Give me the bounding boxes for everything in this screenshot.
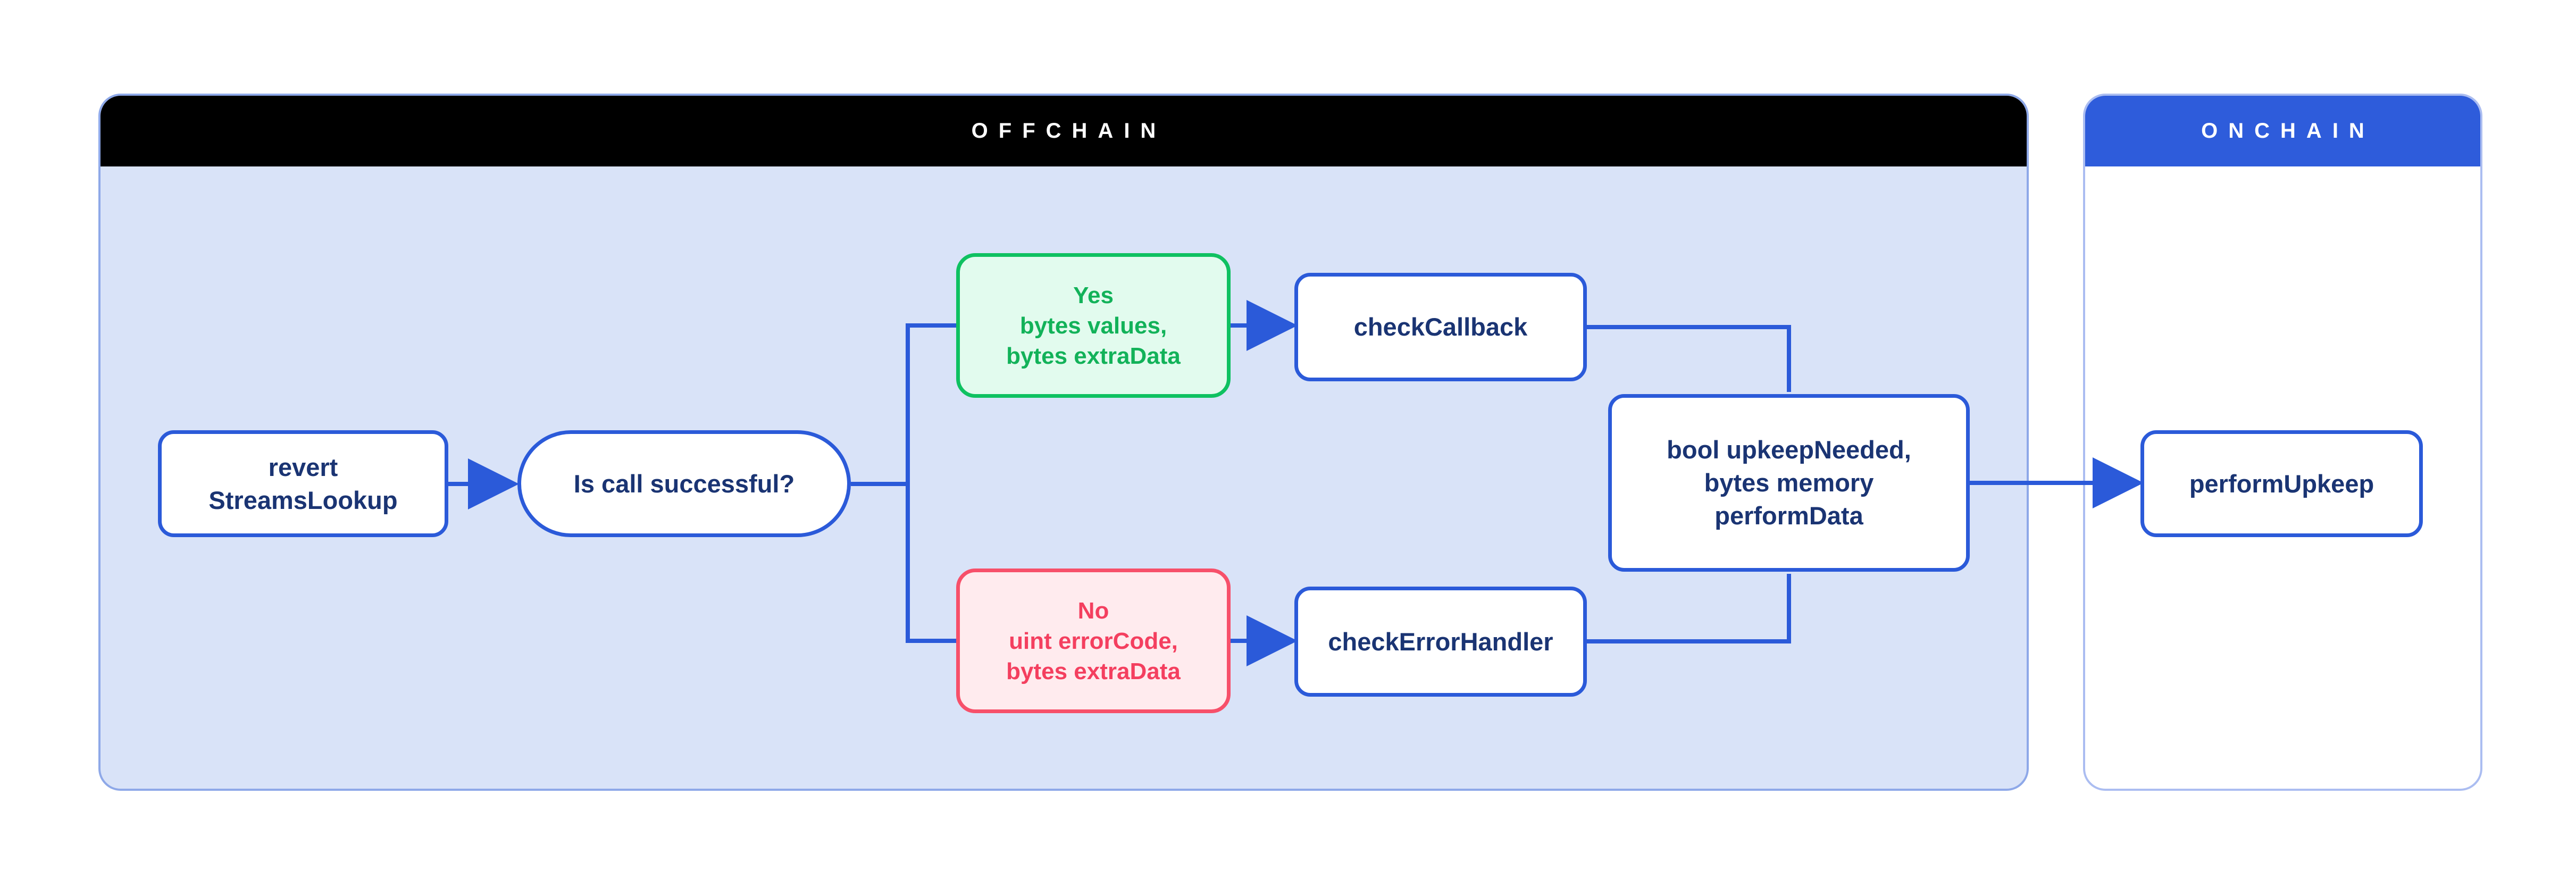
- node-upkeep-result-line: bool upkeepNeeded,: [1667, 436, 1911, 464]
- node-yes-line: bytes values,: [1019, 312, 1167, 339]
- node-revert-line: StreamsLookup: [208, 486, 398, 514]
- node-no-line: uint errorCode,: [1009, 628, 1178, 654]
- onchain-header: ONCHAIN: [2085, 96, 2480, 166]
- offchain-title: OFFCHAIN: [971, 119, 1167, 143]
- node-yes-line: bytes extraData: [1006, 342, 1181, 369]
- node-perform-upkeep: performUpkeep: [2140, 430, 2423, 537]
- node-upkeep-result-line: performData: [1714, 501, 1863, 530]
- node-question-label: Is call successful?: [573, 469, 795, 498]
- node-no-line: No: [1077, 597, 1109, 624]
- offchain-header: OFFCHAIN: [101, 96, 2027, 166]
- node-check-error-handler-label: checkErrorHandler: [1328, 627, 1553, 656]
- node-perform-upkeep-label: performUpkeep: [2189, 469, 2374, 498]
- node-check-error-handler: checkErrorHandler: [1294, 587, 1587, 697]
- node-yes-line: Yes: [1073, 282, 1114, 308]
- node-upkeep-result: bool upkeepNeeded, bytes memory performD…: [1608, 394, 1970, 572]
- node-yes-branch: Yes bytes values, bytes extraData: [956, 253, 1231, 398]
- onchain-title: ONCHAIN: [2201, 119, 2375, 143]
- node-upkeep-result-line: bytes memory: [1704, 469, 1874, 497]
- node-no-branch: No uint errorCode, bytes extraData: [956, 569, 1231, 713]
- node-is-call-successful: Is call successful?: [517, 430, 851, 537]
- node-no-line: bytes extraData: [1006, 658, 1181, 684]
- node-check-callback: checkCallback: [1294, 273, 1587, 381]
- node-revert-streamslookup: revert StreamsLookup: [158, 430, 448, 537]
- node-revert-line: revert: [268, 453, 338, 481]
- node-check-callback-label: checkCallback: [1353, 313, 1528, 341]
